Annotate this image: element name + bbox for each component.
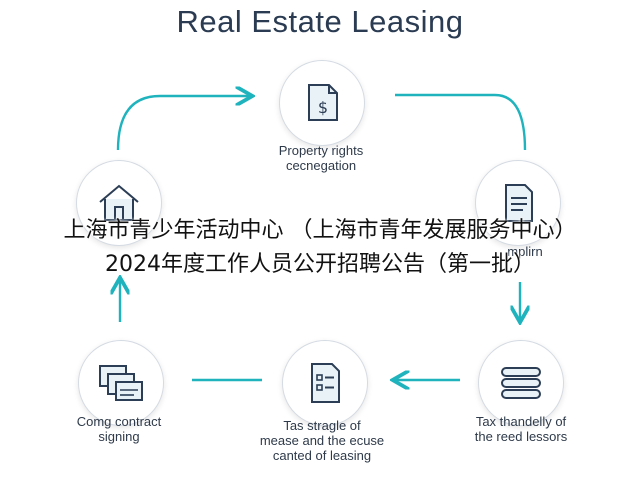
- arrow-property-to-contract: [395, 93, 527, 151]
- contract-document-icon: [505, 184, 533, 222]
- overlay-line-2: 2024年度工作人员公开招聘公告（第一批）: [105, 252, 535, 277]
- step-contract-document-label: mplirn: [507, 244, 543, 259]
- checklist-document-icon: [311, 363, 340, 403]
- step-contract-document: [475, 160, 561, 246]
- step-tax-lessors: [478, 340, 564, 426]
- step-house: [76, 160, 162, 246]
- signed-contracts-icon: [99, 365, 143, 401]
- diagram-title: Real Estate Leasing: [176, 4, 464, 39]
- document-dollar-icon: $: [308, 84, 338, 121]
- step-checklist: [282, 340, 368, 426]
- step-contract-signing: [78, 340, 164, 426]
- svg-text:$: $: [318, 98, 328, 117]
- overlay-line-1: 上海市青少年活动中心 （上海市青年发展服务中心）: [63, 218, 577, 243]
- money-stack-icon: [501, 367, 541, 399]
- house-icon: [99, 184, 139, 221]
- step-property-rights: $: [279, 60, 365, 146]
- arrow-house-to-property: [116, 96, 250, 151]
